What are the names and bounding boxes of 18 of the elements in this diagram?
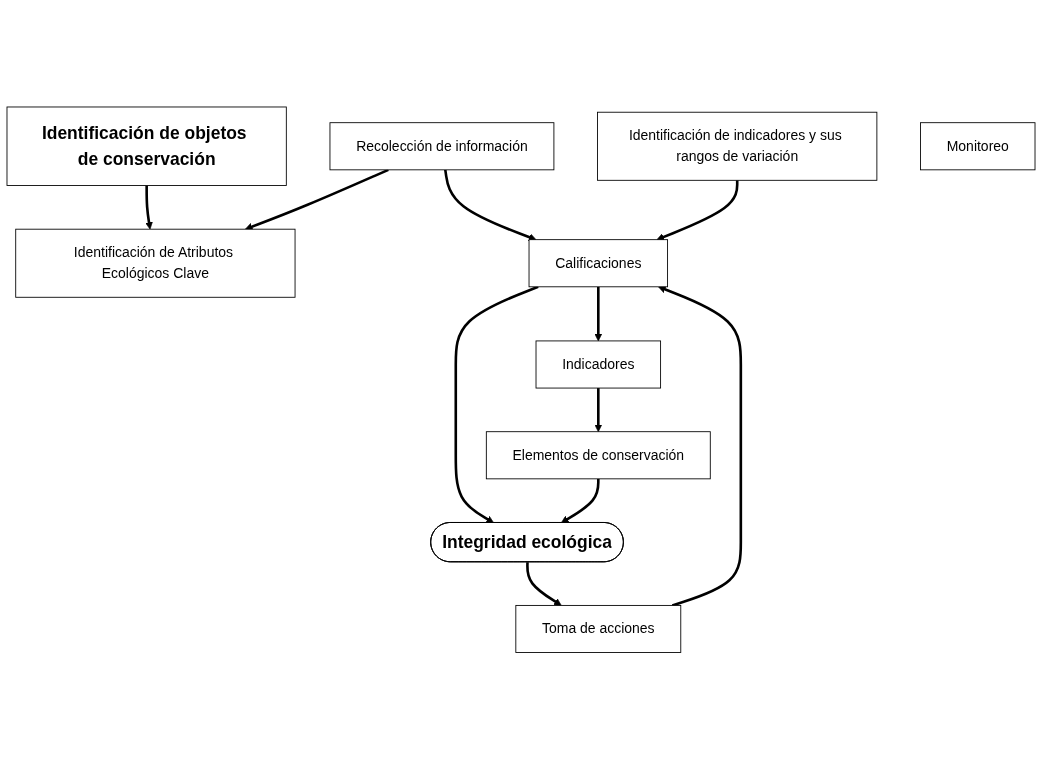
arrow — [656, 180, 739, 241]
arrow — [145, 185, 153, 230]
node-box: Monitoreo — [920, 122, 1036, 170]
arrow — [658, 285, 743, 607]
arrow — [526, 561, 562, 606]
arrow — [454, 285, 539, 523]
arrow — [560, 478, 600, 523]
arrow — [594, 387, 603, 432]
node-box: Identificación de indicadores y sus rangos de variación — [597, 111, 878, 181]
arrow — [594, 286, 603, 341]
arrow — [444, 169, 537, 241]
node-box: Elementos de conservación — [485, 431, 711, 479]
node-box: Identificación de Atributos Ecológicos Clave — [15, 228, 296, 298]
node-box: Recolección de información — [329, 122, 555, 170]
node-box: Indicadores — [535, 340, 662, 389]
node-box: Calificaciones — [528, 238, 668, 287]
node-box: Identificación de objetos de conservación — [6, 106, 287, 186]
node-box: Toma de acciones — [515, 604, 682, 653]
